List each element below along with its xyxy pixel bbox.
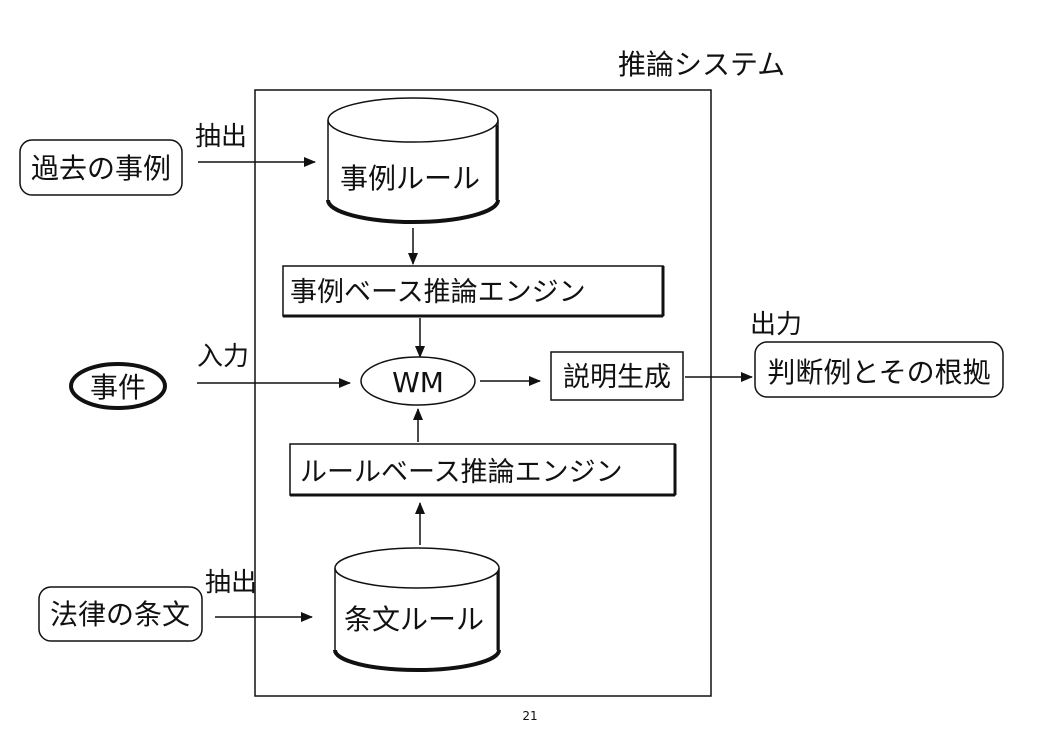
wm-ellipse	[360, 356, 476, 406]
explanation-label: 説明生成	[563, 362, 671, 393]
incident-label: 事件	[90, 371, 146, 404]
wm-node: WM	[360, 356, 476, 406]
extract-label-top: 抽出	[195, 122, 247, 152]
page-number: 21	[522, 709, 537, 723]
case-rules-cylinder-base-shadow	[326, 199, 500, 224]
case-engine-box	[282, 265, 664, 317]
rule-engine-box	[289, 443, 676, 496]
law-articles-node: 法律の条文	[38, 586, 203, 642]
law-articles-label: 法律の条文	[50, 598, 190, 631]
article-rules-cylinder-top	[334, 547, 500, 589]
case-rules-database: 事例ルール	[326, 97, 500, 224]
rule-engine-node: ルールベース推論エンジン	[289, 443, 677, 497]
wm-label: WM	[392, 366, 444, 399]
input-label: 入力	[197, 342, 249, 372]
extract-label-bottom: 抽出	[205, 568, 257, 598]
case-engine-node: 事例ベース推論エンジン	[282, 265, 665, 318]
past-cases-box	[19, 139, 183, 196]
rule-engine-label: ルールベース推論エンジン	[300, 457, 623, 488]
article-rules-database: 条文ルール	[333, 547, 501, 672]
past-cases-node: 過去の事例	[19, 139, 183, 196]
incident-ellipse	[69, 362, 167, 410]
case-rules-cylinder-top	[327, 97, 499, 143]
system-boundary	[254, 89, 712, 697]
output-label: 判断例とその根拠	[767, 356, 990, 389]
case-engine-label: 事例ベース推論エンジン	[290, 277, 586, 308]
article-rules-cylinder-base-shadow	[333, 649, 501, 672]
output-node: 判断例とその根拠	[754, 341, 1004, 398]
output-edge-label: 出力	[750, 310, 802, 340]
incident-node: 事件	[69, 362, 167, 410]
system-title: 推論システム	[618, 48, 785, 81]
article-rules-label: 条文ルール	[344, 603, 484, 636]
past-cases-label: 過去の事例	[31, 152, 171, 185]
case-rules-label: 事例ルール	[340, 162, 480, 195]
law-articles-box	[38, 586, 203, 642]
output-box	[754, 341, 1004, 398]
explanation-node: 説明生成	[550, 351, 684, 401]
explanation-box	[550, 351, 684, 401]
